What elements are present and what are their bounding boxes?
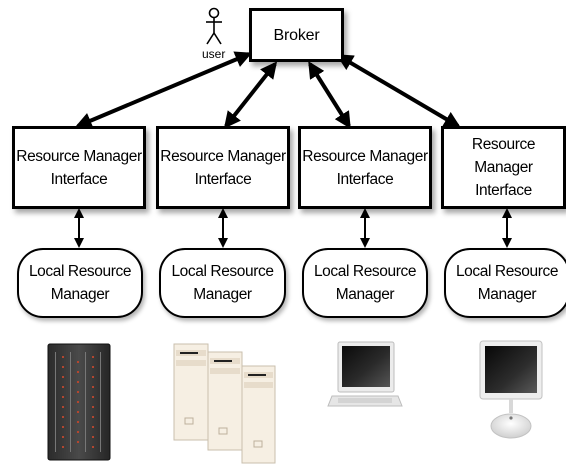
laptop-icon [327, 341, 403, 407]
rmi-box-2: Resource Manager Interface [156, 126, 290, 209]
lrm-label-3: Local Resource Manager [313, 263, 417, 303]
rmi-label-4: Resource Manager Interface [471, 136, 536, 199]
rmi-box-3: Resource Manager Interface [298, 126, 432, 209]
imac-icon [479, 340, 543, 439]
lrm-box-2: Local Resource Manager [159, 248, 286, 318]
lrm-label-1: Local Resource Manager [28, 263, 132, 303]
desktop-towers-icon [173, 343, 276, 464]
broker-label: Broker [273, 26, 320, 44]
rmi-box-1: Resource Manager Interface [12, 126, 146, 209]
broker-box: Broker [249, 8, 344, 62]
lrm-label-2: Local Resource Manager [171, 263, 274, 303]
server-rack-icon [47, 343, 111, 461]
user-label: user [202, 47, 226, 61]
lrm-box-3: Local Resource Manager [302, 248, 428, 318]
lrm-box-1: Local Resource Manager [17, 248, 143, 318]
arrow-broker-rmi-1 [74, 51, 253, 129]
arrow-broker-rmi-2 [223, 61, 278, 129]
lrm-label-4: Local Resource Manager [455, 263, 559, 303]
lrm-box-4: Local Resource Manager [444, 248, 566, 318]
arrow-broker-rmi-4 [336, 54, 461, 128]
rmi-label-1: Resource Manager Interface [16, 147, 142, 188]
rmi-label-3: Resource Manager Interface [302, 147, 428, 188]
rmi-label-2: Resource Manager Interface [160, 147, 286, 188]
arrow-broker-rmi-3 [308, 61, 351, 129]
person-icon [206, 7, 222, 45]
rmi-box-4: Resource Manager Interface [441, 126, 566, 209]
